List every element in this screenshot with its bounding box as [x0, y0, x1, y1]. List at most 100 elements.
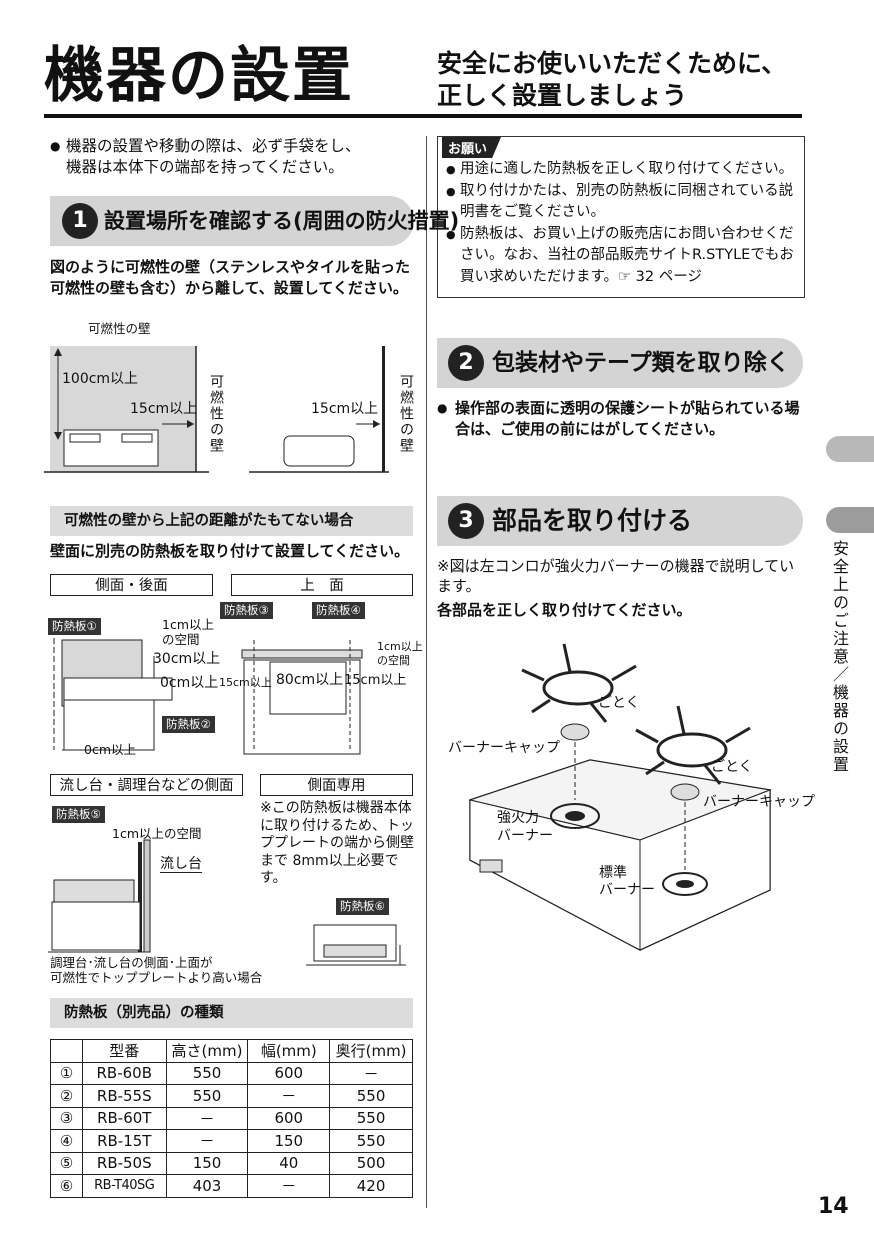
wall-side-label-a: 可燃性の壁	[208, 374, 224, 454]
cap-right-label: バーナーキャップ	[703, 794, 815, 810]
notice-item: 用途に適した防熱板を正しく取り付けてください。	[446, 159, 798, 181]
table-cell: 40	[247, 1151, 331, 1175]
table-cell: RB-60T	[81, 1106, 167, 1130]
table-cell: 600	[247, 1106, 331, 1130]
table-cell: ②	[50, 1084, 83, 1108]
section1-title: 設置場所を確認する(周囲の防火措置)	[104, 209, 460, 233]
subsection-body: 壁面に別売の防熱板を取り付けて設置してください。	[50, 542, 410, 560]
header-cell: 型番	[81, 1039, 167, 1063]
gap-1cm-l1: 1cm以上	[162, 617, 215, 632]
top-80-label: 80cm以上	[276, 672, 344, 688]
section3-body: 各部品を正しく取り付けてください。	[437, 601, 692, 619]
table-cell: ⑤	[50, 1151, 83, 1175]
gap-1cm-l2: の空間	[162, 632, 200, 647]
header-cell: 奥行(mm)	[329, 1039, 413, 1063]
sink-note-l2: 可燃性でトッププレートより高い場合	[50, 970, 263, 985]
label-15cm-a: 15cm以上	[130, 401, 198, 417]
subsection-bar: 可燃性の壁から上記の距離がたもてない場合	[50, 506, 413, 536]
gotoku-right-label: ごとく	[711, 759, 753, 775]
table-cell: RB-60B	[81, 1061, 167, 1085]
table-header-row: 型番 高さ(mm) 幅(mm) 奥行(mm)	[50, 1039, 413, 1063]
sink-note-l1: 調理台･流し台の側面･上面が	[50, 955, 213, 970]
header-cell	[50, 1039, 83, 1063]
section3-number: 3	[448, 503, 484, 539]
table-cell: 500	[329, 1151, 413, 1175]
table-cell: 150	[165, 1151, 249, 1175]
side-only-label: 側面専用	[260, 774, 413, 796]
table-cell: ⑥	[50, 1174, 83, 1198]
table-cell: 403	[165, 1174, 249, 1198]
table-cell: 550	[329, 1106, 413, 1130]
section1-number: 1	[62, 203, 98, 239]
section1-body: 図のように可燃性の壁（ステンレスやタイルを貼った可燃性の壁も含む）から離して、設…	[50, 258, 411, 297]
section3-header	[437, 496, 803, 546]
section2-body: ● 操作部の表面に透明の保護シートが貼られている場合は、ご使用の前にはがしてくだ…	[437, 399, 800, 438]
table-cell: －	[165, 1106, 249, 1130]
std-burner-l2: バーナー	[599, 882, 655, 898]
sink-diagram	[48, 839, 151, 953]
table-cell: 550	[329, 1084, 413, 1108]
side-tab-current[interactable]	[826, 507, 874, 533]
table-cell: ④	[50, 1129, 83, 1153]
section3-title: 部品を取り付ける	[492, 506, 693, 535]
column-divider	[426, 136, 427, 1208]
table-cell: －	[165, 1129, 249, 1153]
stove-parts-diagram	[468, 643, 772, 951]
plate3-tag: 防熱板③	[220, 602, 273, 619]
page-subtitle: 安全にお使いいただくために、 正しく設置しましょう	[437, 49, 787, 110]
page-title: 機器の設置	[44, 41, 354, 111]
gotoku-left-label: ごとく	[598, 695, 640, 711]
title-rule	[44, 114, 802, 118]
sink-side-label: 流し台・調理台などの側面	[50, 774, 243, 796]
table-cell: ③	[50, 1106, 83, 1130]
bottom-0cm-label: 0cm以上	[84, 742, 137, 757]
table-cell: －	[329, 1061, 413, 1085]
strong-burner-l2: バーナー	[497, 828, 553, 844]
top-label: 上 面	[231, 574, 413, 596]
section3-note: ※図は左コンロが強火力バーナーの機器で説明しています。	[437, 557, 795, 595]
table-cell: 550	[165, 1061, 249, 1085]
top-gap-l1: 1cm以上	[377, 640, 423, 653]
table-cell: 420	[329, 1174, 413, 1198]
notice-box: お願い 用途に適した防熱板を正しく取り付けてください。 取り付けかたは、別売の防…	[437, 136, 805, 298]
std-burner-l1: 標準	[599, 865, 627, 881]
notice-item: 防熱板は、お買い上げの販売店にお問い合わせください。なお、当社の部品販売サイトR…	[446, 224, 798, 289]
table-cell: 550	[329, 1129, 413, 1153]
side-tab-text: 安全上のご注意／機器の設置	[830, 540, 849, 774]
table-cell: RB-50S	[81, 1151, 167, 1175]
strong-burner-l1: 強火力	[497, 810, 539, 826]
header-cell: 幅(mm)	[247, 1039, 331, 1063]
side-only-diagram	[306, 924, 406, 966]
table-cell: RB-15T	[81, 1129, 167, 1153]
side-note: ※この防熱板は機器本体に取り付けるため、トッププレートの端から側壁まで 8mm以…	[260, 800, 414, 886]
header-cell: 高さ(mm)	[165, 1039, 249, 1063]
h30-label: 30cm以上	[153, 651, 221, 667]
plate2-tag: 防熱板②	[162, 716, 215, 733]
label-15cm-b: 15cm以上	[311, 401, 379, 417]
page-number: 14	[818, 1194, 849, 1219]
section2-title: 包装材やテープ類を取り除く	[492, 350, 790, 376]
plate1-tag: 防熱板①	[48, 618, 101, 635]
sink-gap-label: 1cm以上の空間	[112, 826, 202, 841]
top-15r-label: 15cm以上	[344, 673, 407, 688]
table-cell: －	[247, 1084, 331, 1108]
intro-note: ● 機器の設置や移動の際は、必ず手袋をし、 機器は本体下の端部を持ってください。	[50, 137, 361, 176]
section2-header	[437, 338, 803, 388]
table-cell: RB-55S	[81, 1084, 167, 1108]
plate4-tag: 防熱板④	[312, 602, 365, 619]
side-tab-upper[interactable]	[826, 436, 874, 462]
notice-item: 取り付けかたは、別売の防熱板に同梱されている説明書をご覧ください。	[446, 181, 798, 224]
side-back-label: 側面・後面	[50, 574, 213, 596]
section1-header	[50, 196, 414, 246]
table-cell: RB-T40SG	[81, 1174, 167, 1198]
types-bar: 防熱板（別売品）の種類	[50, 998, 413, 1028]
notice-tag: お願い	[442, 137, 502, 158]
label-100cm: 100cm以上	[62, 371, 139, 387]
notice-list: 用途に適した防熱板を正しく取り付けてください。 取り付けかたは、別売の防熱板に同…	[446, 159, 798, 288]
table-cell: 550	[165, 1084, 249, 1108]
